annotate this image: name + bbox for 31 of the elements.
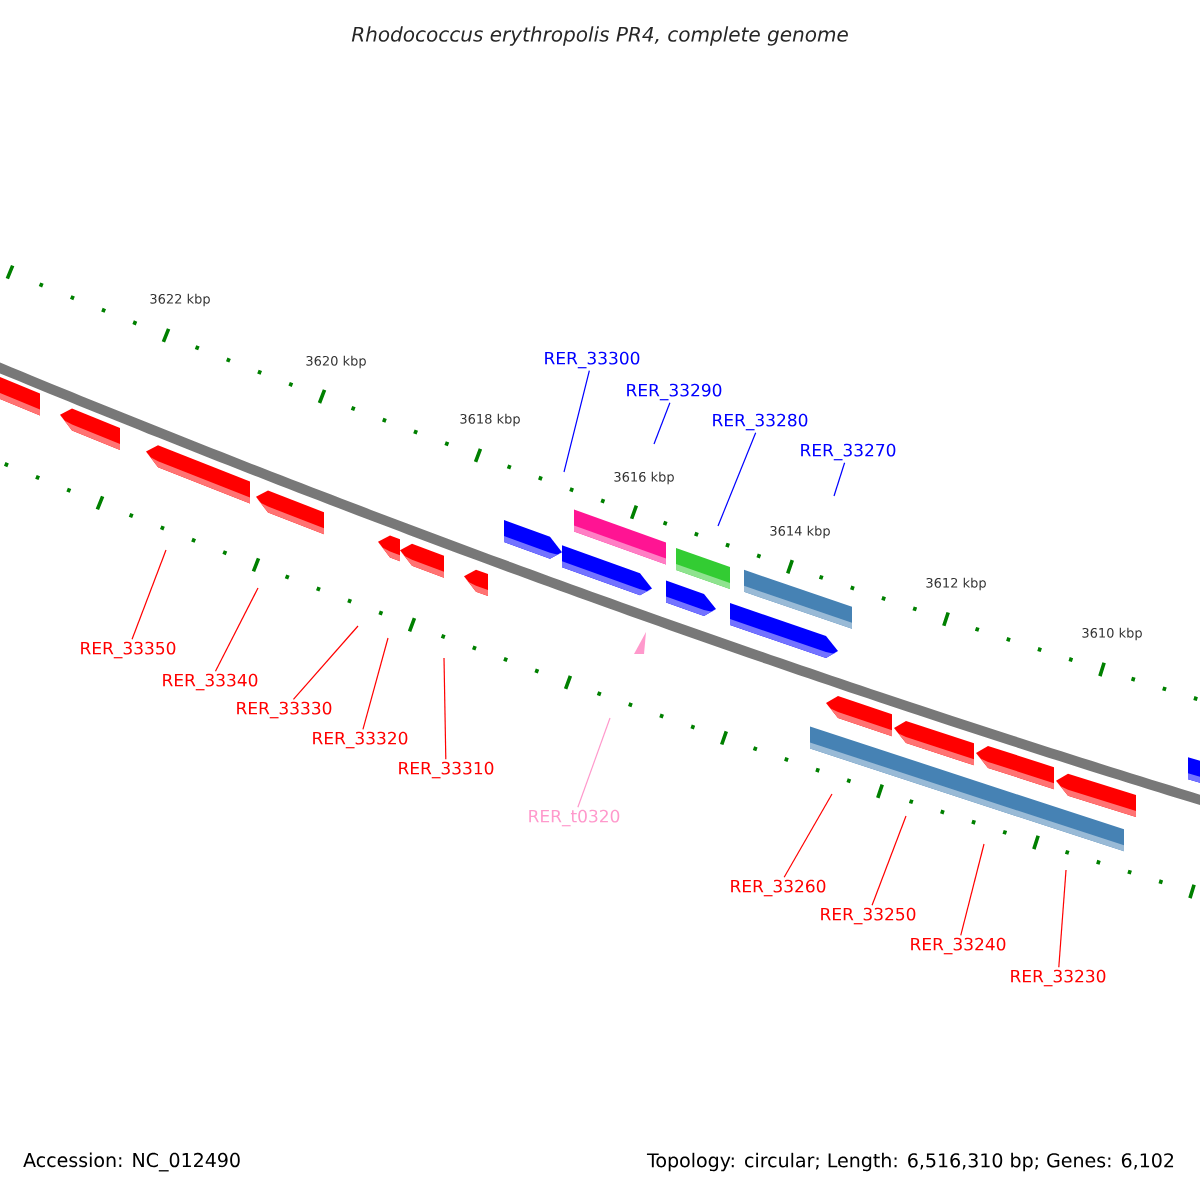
gene-label: RER_33290 — [627, 383, 722, 401]
leader-line — [443, 657, 447, 760]
gene-label: RER_33320 — [313, 731, 408, 749]
leader-line — [577, 717, 611, 808]
leader-line — [292, 625, 359, 700]
leader-line — [563, 370, 590, 473]
title: Rhodococcus erythropolis PR4, complete genome — [351, 26, 848, 46]
gene-label: RER_33230 — [1011, 969, 1106, 987]
gene-label: RER_33280 — [713, 413, 808, 431]
gene-label: RER_33300 — [545, 351, 640, 369]
leader-line — [214, 587, 259, 672]
gene-label: RER_33340 — [163, 673, 258, 691]
gene-label: RER_33250 — [821, 907, 916, 925]
gene-label: RER_33240 — [911, 937, 1006, 955]
footer-text: Topology: circular; Length: 6,516,310 bp; Genes: 6,102 — [646, 1152, 1174, 1172]
leader-line — [131, 549, 167, 640]
gene-label: RER_33270 — [801, 443, 896, 461]
leader-line — [783, 793, 833, 878]
footer-text: Accession: NC_012490 — [23, 1152, 240, 1172]
leader-line — [362, 637, 389, 730]
gene-label: RER_33310 — [399, 761, 494, 779]
leader-line — [871, 815, 907, 906]
leader-line — [717, 432, 757, 527]
leader-line — [960, 843, 985, 936]
gene-label: RER_33350 — [81, 641, 176, 659]
leader-line — [833, 462, 846, 497]
gene-label: RER_33330 — [237, 701, 332, 719]
leader-line — [653, 402, 671, 445]
gene-label: RER_33260 — [731, 879, 826, 897]
leader-line — [1058, 869, 1067, 968]
gene-label: RER_t0320 — [529, 809, 620, 827]
